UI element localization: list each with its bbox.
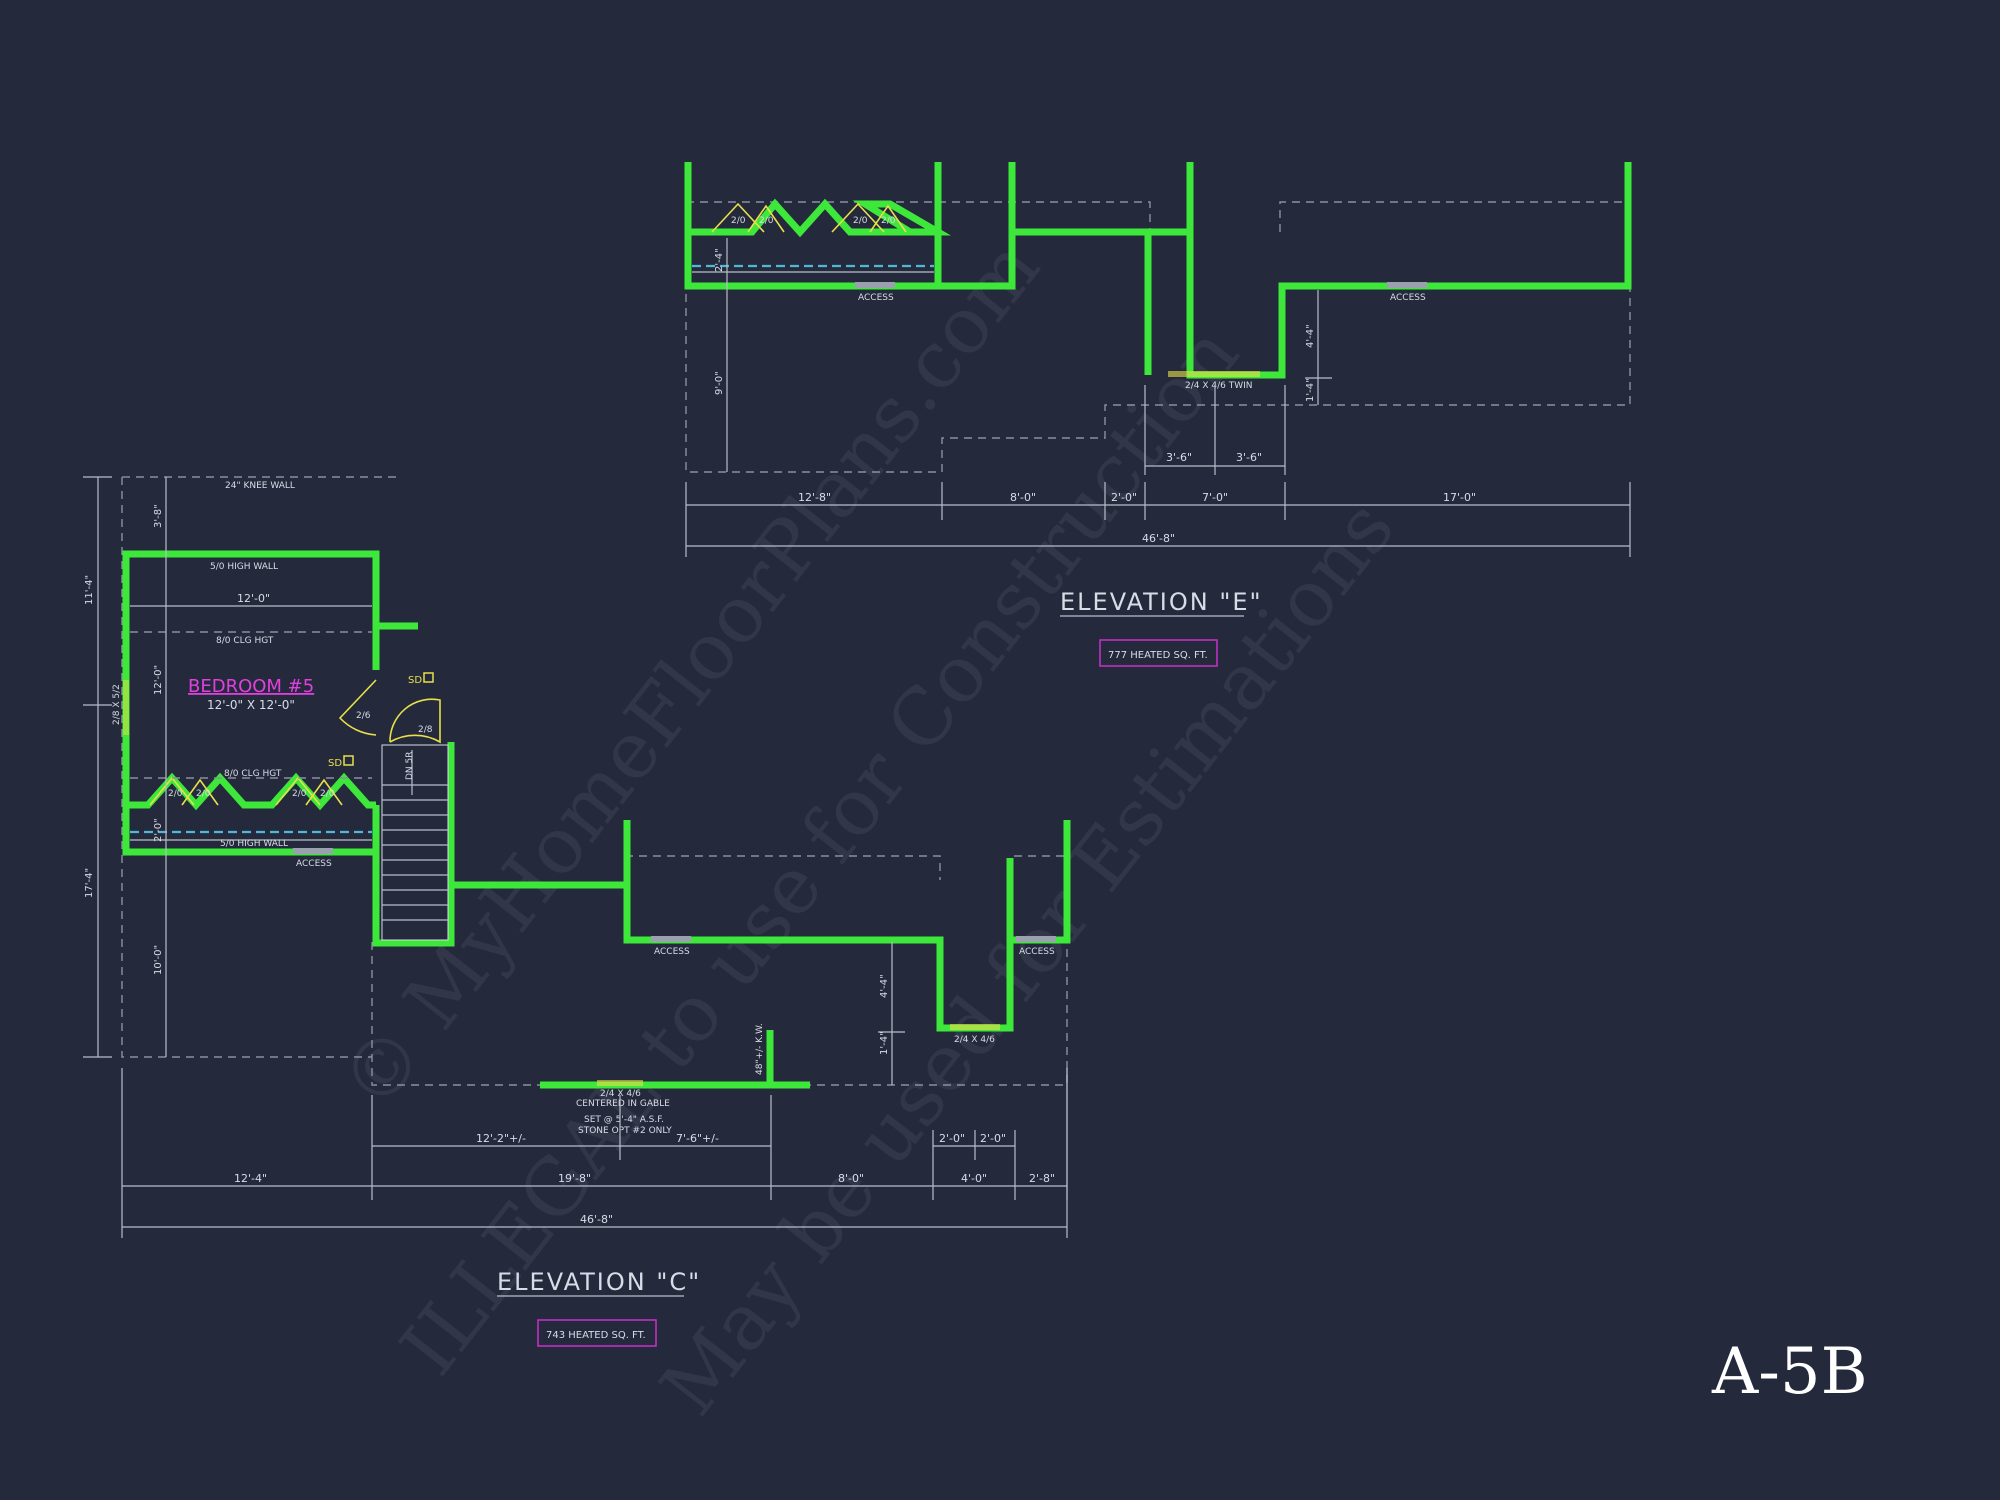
window-size-label: 2/4 X 4/6 bbox=[954, 1035, 995, 1045]
vertical-dimension-label: 1'-4" bbox=[879, 1031, 890, 1055]
dimension-label: 17'-0" bbox=[1443, 491, 1476, 504]
elevation-c-title: ELEVATION "C" bbox=[497, 1268, 701, 1296]
heated-area-label: 777 HEATED SQ. FT. bbox=[1108, 650, 1208, 661]
room-width-dimension: 12'-0" bbox=[237, 592, 270, 605]
dimension-label: 12'-2"+/- bbox=[476, 1132, 526, 1145]
access-label: ACCESS bbox=[858, 293, 894, 303]
dimension-label: 19'-8" bbox=[558, 1172, 591, 1185]
access-panel-icon bbox=[1016, 936, 1056, 942]
roof-outline-dashed bbox=[625, 855, 941, 880]
dimension-label: 3'-6" bbox=[1166, 451, 1192, 464]
smoke-detector-label: SD bbox=[328, 758, 342, 769]
window-label: 2/0 bbox=[881, 216, 896, 226]
area-box bbox=[537, 1319, 657, 1347]
window-label: 2/0 bbox=[731, 216, 746, 226]
gable-window-icon bbox=[597, 1080, 643, 1086]
access-label: ACCESS bbox=[1019, 947, 1055, 957]
gable-note: 2/4 X 4/6 bbox=[600, 1089, 641, 1099]
dimension-label: 12'-8" bbox=[798, 491, 831, 504]
high-wall-label: 5/0 HIGH WALL bbox=[210, 562, 278, 572]
door-swing-icon bbox=[338, 679, 377, 736]
window-label: 2/0 bbox=[196, 789, 211, 799]
vertical-dimension-label: 2'-4" bbox=[714, 248, 725, 272]
dormer-window-icon bbox=[831, 202, 907, 233]
outer-vertical-dimension-label: 11'-4" bbox=[84, 575, 95, 605]
dimension-label: 2'-0" bbox=[1111, 491, 1137, 504]
heated-area-label: 743 HEATED SQ. FT. bbox=[546, 1330, 646, 1341]
dimension-label: 2'-8" bbox=[1029, 1172, 1055, 1185]
vertical-dimension-label: 4'-4" bbox=[1305, 324, 1316, 348]
access-label: ACCESS bbox=[296, 859, 332, 869]
gable-note: SET @ 5'-4" A.S.F. bbox=[584, 1115, 664, 1125]
door-label: 2/8 bbox=[418, 725, 433, 735]
window-label: 2/0 bbox=[320, 789, 335, 799]
access-label: ACCESS bbox=[654, 947, 690, 957]
exterior-wall bbox=[684, 162, 1632, 379]
watermark: © MyHomeFloorPlans.com ILLEGAL to use fo… bbox=[324, 224, 1412, 1432]
door-label: 2/6 bbox=[356, 711, 371, 721]
window-label: 2/0 bbox=[168, 789, 183, 799]
vertical-dimension-label: 2'-0" bbox=[153, 818, 164, 842]
dimension-label: 7'-6"+/- bbox=[676, 1132, 719, 1145]
access-panel-icon bbox=[651, 936, 691, 942]
twin-window-icon bbox=[1168, 371, 1260, 377]
outer-vertical-dimension-label: 17'-4" bbox=[84, 868, 95, 898]
roof-outline-dashed bbox=[121, 477, 372, 1058]
high-wall-label: 5/0 HIGH WALL bbox=[220, 839, 288, 849]
stair-icon bbox=[381, 744, 449, 941]
ceiling-height-label: 8/0 CLG HGT bbox=[224, 769, 282, 779]
roof-outline-dashed bbox=[686, 201, 1151, 232]
access-panel-icon bbox=[1387, 282, 1427, 288]
smoke-detector-label: SD bbox=[408, 675, 422, 686]
twin-window-label: 2/4 X 4/6 TWIN bbox=[1185, 381, 1253, 391]
exterior-wall bbox=[688, 198, 951, 238]
dimension-label: 2'-0" bbox=[939, 1132, 965, 1145]
vertical-dimension-label: 12'-0" bbox=[153, 665, 164, 695]
room-size: 12'-0" X 12'-0" bbox=[207, 698, 295, 712]
stair-label: DN 5R bbox=[405, 751, 415, 780]
vertical-dimension-label: 4'-4" bbox=[879, 974, 890, 998]
exterior-wall bbox=[372, 742, 455, 947]
sheet-number: A-5B bbox=[1711, 1335, 1868, 1409]
elevation-c-plan: DN 5R 2/6 2/8 SD SD 2/0 2/0 2/0 2/0 2/8 … bbox=[83, 476, 1071, 1347]
access-panel-icon bbox=[293, 848, 333, 854]
vertical-dimension-label: 3'-8" bbox=[153, 504, 164, 528]
dimension-label: 8'-0" bbox=[1010, 491, 1036, 504]
side-window-icon bbox=[123, 680, 129, 735]
elevation-e-plan: 2/0 2/0 2/0 2/0 ACCESS ACCESS 2/4 X 4/6 … bbox=[684, 162, 1632, 667]
dimension-label: 3'-6" bbox=[1236, 451, 1262, 464]
dimension-label: 7'-0" bbox=[1202, 491, 1228, 504]
gable-note: STONE OPT #2 ONLY bbox=[578, 1126, 672, 1136]
dimension-label: 12'-4" bbox=[234, 1172, 267, 1185]
elevation-e-title: ELEVATION "E" bbox=[1060, 588, 1263, 616]
dimension-label: 8'-0" bbox=[838, 1172, 864, 1185]
knee-wall-height-label: 48"+/- K.W. bbox=[755, 1023, 765, 1075]
smoke-detector-icon bbox=[343, 755, 354, 766]
vertical-dimension-label: 10'-0" bbox=[153, 945, 164, 975]
exterior-wall bbox=[1145, 162, 1194, 236]
knee-wall-label: 24" KNEE WALL bbox=[225, 481, 295, 491]
side-window-label: 2/8 X 5/2 bbox=[112, 684, 122, 725]
window-icon bbox=[950, 1024, 1000, 1030]
ceiling-height-label: 8/0 CLG HGT bbox=[216, 636, 274, 646]
window-label: 2/0 bbox=[292, 789, 307, 799]
roof-outline-dashed bbox=[685, 201, 1631, 473]
door-swing-icon bbox=[389, 698, 441, 744]
smoke-detector-icon bbox=[423, 672, 434, 683]
access-label: ACCESS bbox=[1390, 293, 1426, 303]
access-panel-icon bbox=[855, 282, 895, 288]
overall-dimension-label: 46'-8" bbox=[1142, 532, 1175, 545]
dimension-label: 2'-0" bbox=[980, 1132, 1006, 1145]
area-box bbox=[1099, 639, 1218, 667]
vertical-dimension-label: 9'-0" bbox=[714, 371, 725, 395]
dimension-label: 4'-0" bbox=[961, 1172, 987, 1185]
overall-dimension-label: 46'-8" bbox=[580, 1213, 613, 1226]
dormer-window-icon bbox=[711, 202, 785, 233]
gable-note: CENTERED IN GABLE bbox=[576, 1099, 670, 1109]
window-label: 2/0 bbox=[853, 216, 868, 226]
window-label: 2/0 bbox=[759, 216, 774, 226]
room-name: BEDROOM #5 bbox=[188, 676, 314, 697]
vertical-dimension-label: 1'-4" bbox=[1305, 378, 1316, 402]
